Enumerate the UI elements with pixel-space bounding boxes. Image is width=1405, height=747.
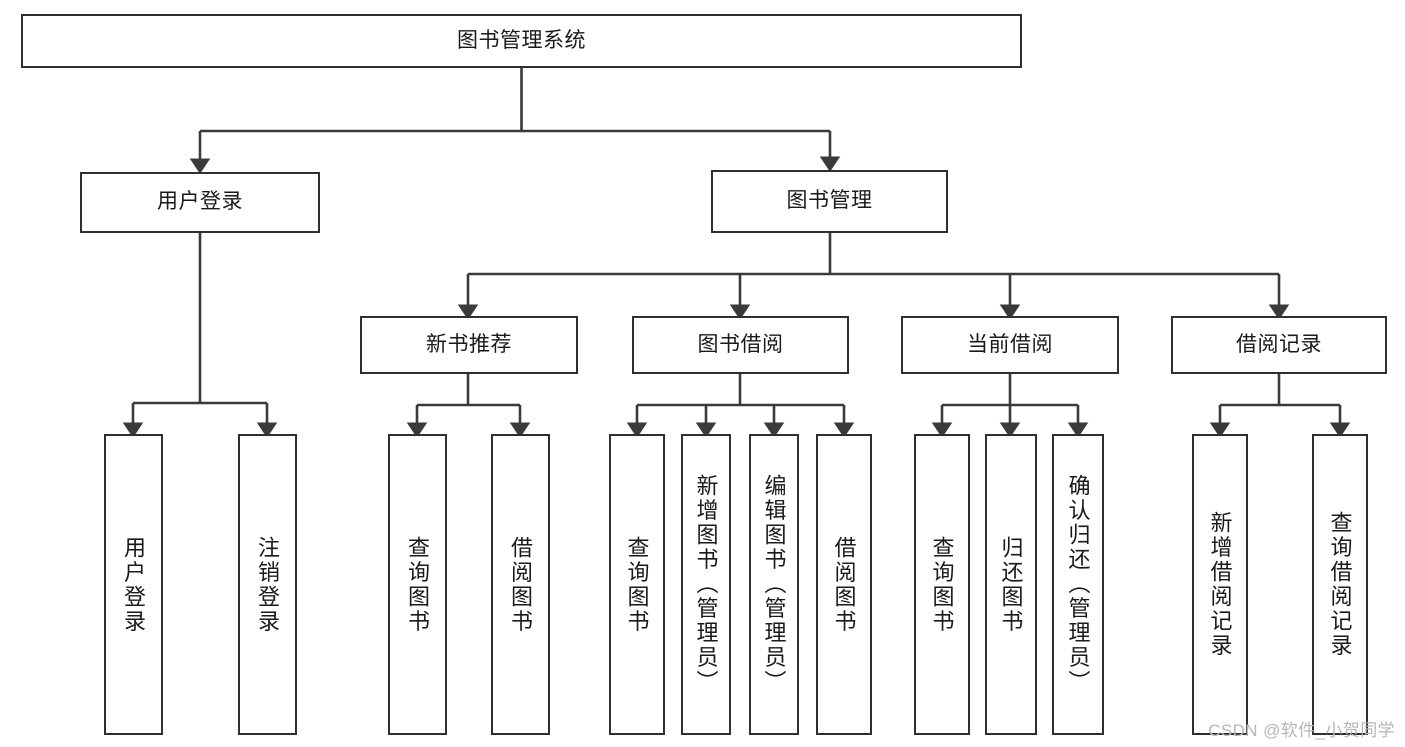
node-current-borrow[interactable]: 当前借阅	[901, 316, 1119, 374]
node-label: 查询图书	[929, 535, 955, 634]
node-book-management[interactable]: 图书管理	[711, 170, 948, 233]
node-label: 查询借阅记录	[1327, 511, 1353, 658]
node-label: 当前借阅	[967, 332, 1053, 356]
node-label: 借阅图书	[831, 535, 857, 634]
leaf-book-borrow-borrow[interactable]: 借阅图书	[816, 434, 872, 735]
leaf-current-borrow-confirm[interactable]: 确认归还（管理员）	[1052, 434, 1104, 735]
node-label: 用户登录	[157, 190, 243, 214]
node-label: 查询图书	[624, 535, 650, 634]
node-label: 新增借阅记录	[1207, 511, 1233, 658]
node-label: 借阅记录	[1236, 332, 1322, 356]
node-label: 查询图书	[405, 535, 431, 634]
leaf-book-borrow-query[interactable]: 查询图书	[609, 434, 665, 735]
node-new-book-recommend[interactable]: 新书推荐	[360, 316, 578, 374]
node-borrow-record[interactable]: 借阅记录	[1171, 316, 1387, 374]
leaf-current-borrow-return[interactable]: 归还图书	[985, 434, 1037, 735]
leaf-book-borrow-add[interactable]: 新增图书（管理员）	[681, 434, 731, 735]
node-label: 用户登录	[121, 535, 147, 634]
leaf-new-book-borrow[interactable]: 借阅图书	[491, 434, 550, 735]
leaf-borrow-record-add[interactable]: 新增借阅记录	[1192, 434, 1248, 735]
node-label: 图书管理系统	[457, 28, 586, 52]
leaf-new-book-query[interactable]: 查询图书	[388, 434, 447, 735]
leaf-user-login-logout[interactable]: 注销登录	[238, 434, 297, 735]
node-label: 编辑图书（管理员）	[761, 474, 787, 695]
leaf-user-login-login[interactable]: 用户登录	[104, 434, 163, 735]
node-root-system[interactable]: 图书管理系统	[21, 14, 1022, 68]
leaf-current-borrow-query[interactable]: 查询图书	[914, 434, 970, 735]
watermark-text: CSDN @软件_小贺同学	[1208, 721, 1395, 740]
node-label: 图书管理	[786, 189, 873, 213]
node-label: 新增图书（管理员）	[693, 474, 719, 695]
leaf-book-borrow-edit[interactable]: 编辑图书（管理员）	[749, 434, 799, 735]
node-label: 新书推荐	[426, 332, 512, 356]
node-label: 确认归还（管理员）	[1065, 474, 1091, 695]
leaf-borrow-record-query[interactable]: 查询借阅记录	[1312, 434, 1368, 735]
node-user-login[interactable]: 用户登录	[80, 172, 320, 233]
node-book-borrow[interactable]: 图书借阅	[632, 316, 849, 374]
node-label: 图书借阅	[697, 332, 784, 356]
node-label: 借阅图书	[508, 535, 534, 634]
node-label: 归还图书	[998, 535, 1024, 634]
node-label: 注销登录	[255, 535, 281, 634]
